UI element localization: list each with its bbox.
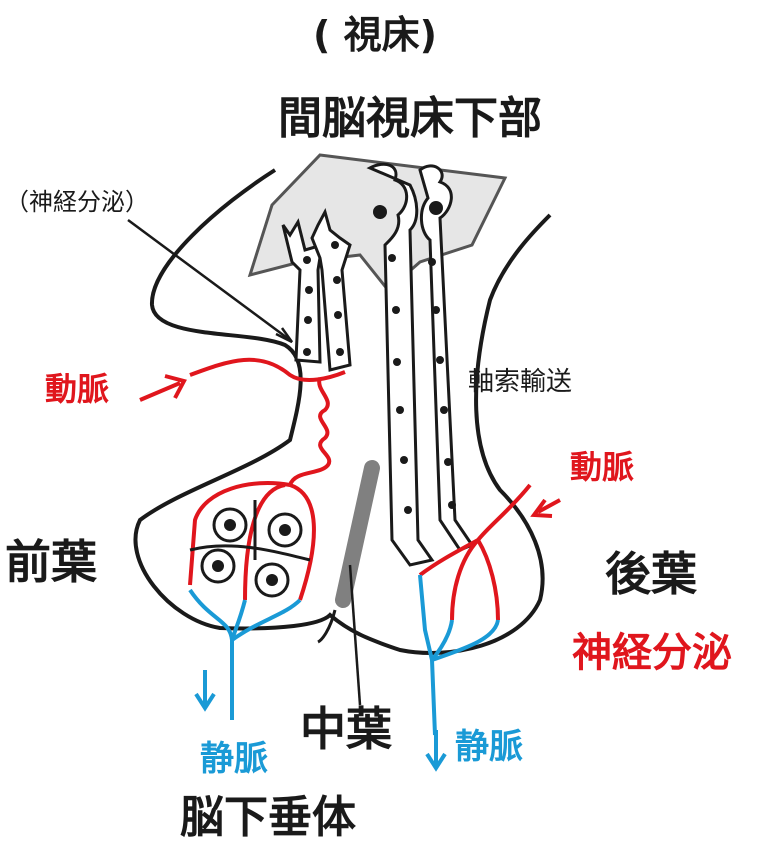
- label-hypothalamus: 間脳視床下部: [278, 93, 542, 144]
- label-vein-right: 静脈: [455, 727, 523, 767]
- vein-right-vessels: [418, 574, 500, 736]
- pituitary-outline: [133, 168, 552, 655]
- neuron-dots-right: [373, 201, 456, 514]
- label-neurosecretion: 神経分泌: [572, 630, 732, 676]
- anterior-posterior-boundary: [317, 609, 337, 644]
- label-artery-right: 動脈: [570, 448, 634, 486]
- label-pituitary: 脳下垂体: [180, 792, 356, 843]
- neuron-dots-left: [303, 241, 344, 356]
- anterior-cell-borders: [189, 500, 311, 562]
- label-top-paren: ( 視床): [313, 13, 437, 57]
- middle-lobe-leader: [348, 564, 362, 706]
- middle-lobe-bar: [335, 460, 380, 608]
- artery-right-vessels: [418, 483, 532, 621]
- vein-left-arrow: [194, 670, 216, 712]
- anterior-cell-nuclei: [212, 519, 291, 586]
- label-neurosecretion-paren: （神経分泌）: [5, 188, 149, 216]
- label-anterior-lobe: 前葉: [5, 535, 98, 589]
- vein-left-vessels: [188, 588, 302, 720]
- label-axon-transport: 軸索輸送: [468, 367, 572, 397]
- artery-right-arrow: [530, 498, 561, 518]
- neuron-small-left: [281, 208, 352, 372]
- label-vein-left: 静脈: [200, 739, 268, 779]
- label-artery-left: 動脈: [45, 370, 109, 408]
- artery-left-arrow: [139, 374, 187, 402]
- label-posterior-lobe: 後葉: [605, 547, 698, 601]
- neurosecretion-leader: [127, 218, 294, 344]
- vein-right-arrow: [425, 730, 447, 772]
- label-middle-lobe: 中葉: [300, 702, 393, 756]
- hypothalamus-region: [247, 153, 508, 293]
